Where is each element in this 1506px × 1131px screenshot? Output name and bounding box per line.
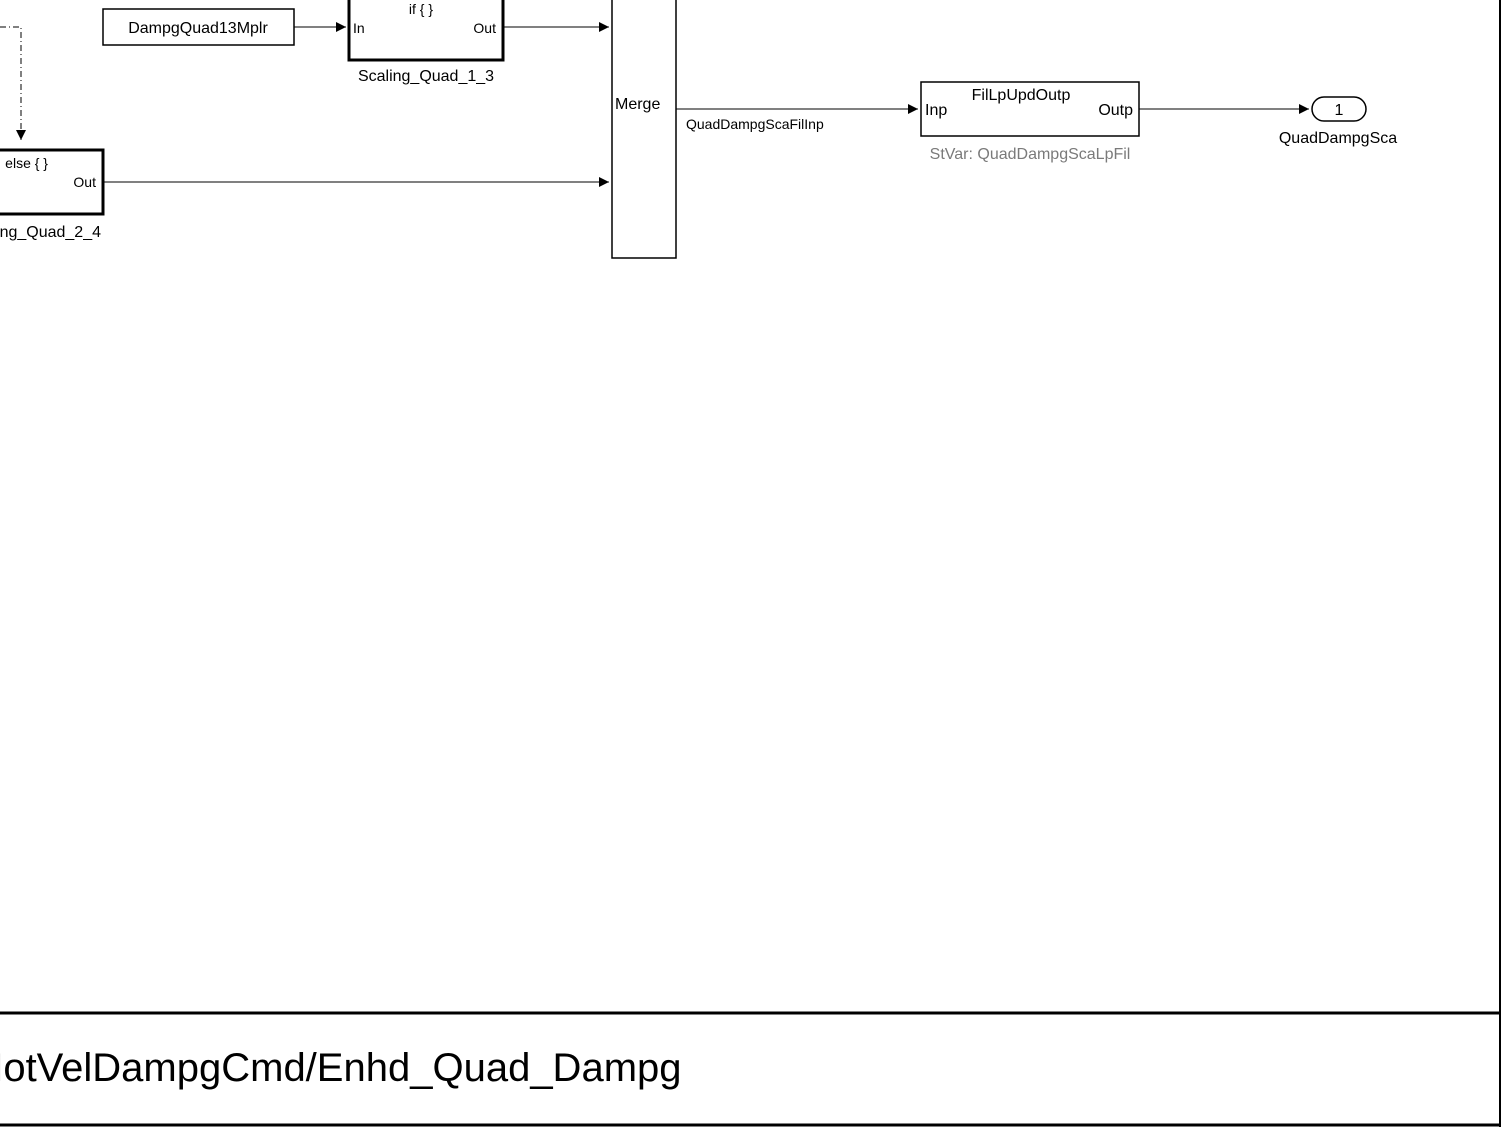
signal-merge-out-label: QuadDampgScaFilInp (686, 116, 824, 132)
constant-block-dampgquad13mplr[interactable]: DampgQuad13Mplr (102, 8, 295, 46)
action-signal-line (0, 26, 26, 140)
filter-block-title: FilLpUpdOutp (972, 87, 1071, 104)
if-block-in-port: In (353, 20, 365, 36)
footer-model-path: MotVelDampgCmd/Enhd_Quad_Dampg (0, 1046, 682, 1090)
filter-block-fillpupdoutp[interactable]: FilLpUpdOutp Inp Outp (920, 81, 1140, 137)
if-block-condition: if { } (409, 1, 433, 17)
else-block-condition: else { } (5, 155, 48, 171)
outport-number: 1 (1335, 102, 1344, 119)
filter-block-out-port: Outp (1098, 102, 1133, 119)
constant-block-label: DampgQuad13Mplr (128, 20, 268, 37)
merge-block[interactable]: Merge (611, 0, 677, 259)
if-block-out-port: Out (473, 20, 496, 36)
else-block-out-port: Out (73, 174, 96, 190)
outport-block-1[interactable]: 1 (1311, 96, 1367, 122)
filter-block-in-port: Inp (925, 102, 947, 119)
if-action-subsystem-scaling-quad-1-3[interactable]: if { } In Out (347, 0, 505, 62)
else-block-name: Scaling_Quad_2_4 (0, 224, 101, 241)
merge-block-label: Merge (615, 96, 660, 113)
filter-block-state-var: StVar: QuadDampgScaLpFil (930, 146, 1131, 163)
footer-path-bar: MotVelDampgCmd/Enhd_Quad_Dampg (0, 1011, 1500, 1127)
if-block-name: Scaling_Quad_1_3 (358, 68, 494, 85)
else-action-subsystem-scaling-quad-2-4[interactable]: else { } Out (0, 148, 105, 216)
outport-name: QuadDampgSca (1279, 130, 1397, 147)
